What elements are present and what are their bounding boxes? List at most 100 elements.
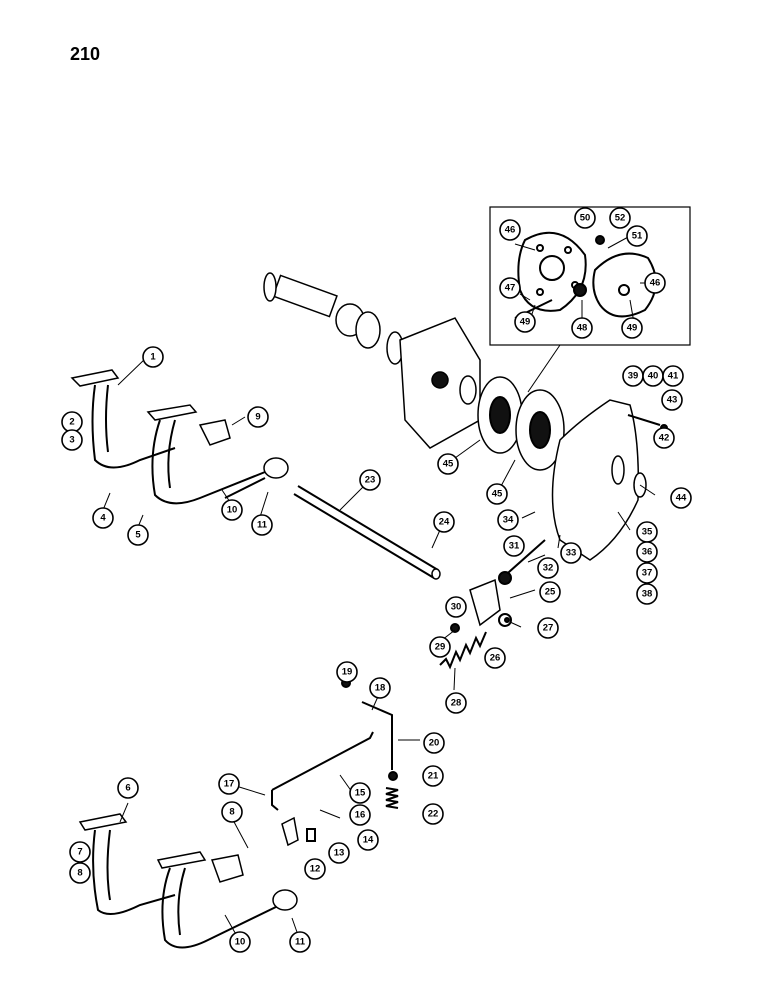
lever-washers <box>450 613 512 633</box>
callout-10: 10 <box>221 499 243 521</box>
callout-label: 50 <box>580 213 591 224</box>
brake-actuating-lever <box>469 578 501 627</box>
callout-label: 43 <box>667 395 678 406</box>
callout-label: 49 <box>520 317 531 328</box>
callout-label: 38 <box>642 589 653 600</box>
callout-39: 39 <box>622 365 644 387</box>
callout-label: 33 <box>566 548 577 559</box>
callout-24: 24 <box>433 511 455 533</box>
callout-label: 48 <box>577 323 588 334</box>
brake-disc-assembly <box>459 375 565 471</box>
callout-22: 22 <box>422 803 444 825</box>
callout-15: 15 <box>349 782 371 804</box>
callout-37: 37 <box>636 562 658 584</box>
callout-label: 24 <box>439 517 450 528</box>
callout-49: 49 <box>514 311 536 333</box>
brake-housing <box>551 399 647 561</box>
callout-label: 41 <box>668 371 679 382</box>
callout-label: 7 <box>77 847 82 858</box>
callout-14: 14 <box>357 829 379 851</box>
cross-shaft <box>293 485 441 580</box>
lower-brake-pedal-right <box>156 851 281 949</box>
callout-33: 33 <box>560 542 582 564</box>
callout-label: 51 <box>632 231 643 242</box>
brake-pull-rod <box>271 731 374 811</box>
callout-4: 4 <box>92 507 114 529</box>
pedal-latch <box>281 816 316 847</box>
callout-29: 29 <box>429 636 451 658</box>
callout-19: 19 <box>336 661 358 683</box>
callout-label: 1 <box>150 352 156 363</box>
callout-49: 49 <box>621 317 643 339</box>
callout-label: 17 <box>224 779 235 790</box>
upper-pedal-shaft-hub <box>224 457 289 499</box>
callout-label: 44 <box>676 493 687 504</box>
callout-label: 42 <box>659 433 670 444</box>
callout-3: 3 <box>61 429 83 451</box>
callout-label: 10 <box>227 505 238 516</box>
callout-16: 16 <box>349 804 371 826</box>
callout-label: 32 <box>543 563 554 574</box>
callout-50: 50 <box>574 207 596 229</box>
callout-label: 8 <box>77 868 82 879</box>
callout-label: 29 <box>435 642 446 653</box>
callout-25: 25 <box>539 581 561 603</box>
callout-label: 6 <box>125 783 130 794</box>
callout-45: 45 <box>437 453 459 475</box>
callout-42: 42 <box>653 427 675 449</box>
inset-brake-plate-right <box>592 252 657 318</box>
callout-label: 45 <box>492 489 503 500</box>
callout-47: 47 <box>499 277 521 299</box>
callout-6: 6 <box>117 777 139 799</box>
callout-21: 21 <box>422 765 444 787</box>
callout-label: 21 <box>428 771 439 782</box>
callout-18: 18 <box>369 677 391 699</box>
callout-52: 52 <box>609 207 631 229</box>
upper-brake-pedal-left <box>70 369 176 469</box>
callout-label: 18 <box>375 683 386 694</box>
callout-43: 43 <box>661 389 683 411</box>
callout-label: 20 <box>429 738 440 749</box>
callout-5: 5 <box>127 524 149 546</box>
callout-46: 46 <box>644 272 666 294</box>
callout-label: 15 <box>355 788 366 799</box>
inset-brake-plate-left <box>517 231 587 312</box>
callout-label: 25 <box>545 587 556 598</box>
callout-label: 46 <box>650 278 661 289</box>
callout-label: 37 <box>642 568 653 579</box>
callout-23: 23 <box>359 469 381 491</box>
brake-linkage-rod <box>498 539 546 585</box>
callout-label: 36 <box>642 547 653 558</box>
callout-label: 3 <box>69 435 74 446</box>
callout-46: 46 <box>499 219 521 241</box>
callout-label: 2 <box>69 417 74 428</box>
callout-30: 30 <box>445 596 467 618</box>
callout-51: 51 <box>626 225 648 247</box>
callout-10: 10 <box>229 931 251 953</box>
callout-label: 10 <box>235 937 246 948</box>
callout-31: 31 <box>503 535 525 557</box>
callout-label: 34 <box>503 515 514 526</box>
callout-label: 16 <box>355 810 366 821</box>
lower-pedal-shaft-hub <box>272 889 298 911</box>
callout-12: 12 <box>304 858 326 880</box>
callout-label: 9 <box>255 412 260 423</box>
callout-44: 44 <box>670 487 692 509</box>
callout-9: 9 <box>247 406 269 428</box>
callout-40: 40 <box>642 365 664 387</box>
callout-label: 26 <box>490 653 501 664</box>
callout-label: 23 <box>365 475 376 486</box>
callout-label: 11 <box>295 937 306 948</box>
callout-label: 4 <box>100 513 106 524</box>
callout-26: 26 <box>484 647 506 669</box>
callout-label: 52 <box>615 213 626 224</box>
callout-45: 45 <box>486 483 508 505</box>
brake-housing-cover <box>399 317 481 449</box>
callout-2: 2 <box>61 411 83 433</box>
callout-label: 31 <box>509 541 520 552</box>
page-number: 210 <box>70 44 101 64</box>
upper-brake-pedal-right <box>146 404 271 505</box>
callout-label: 13 <box>334 848 345 859</box>
callout-27: 27 <box>537 617 559 639</box>
